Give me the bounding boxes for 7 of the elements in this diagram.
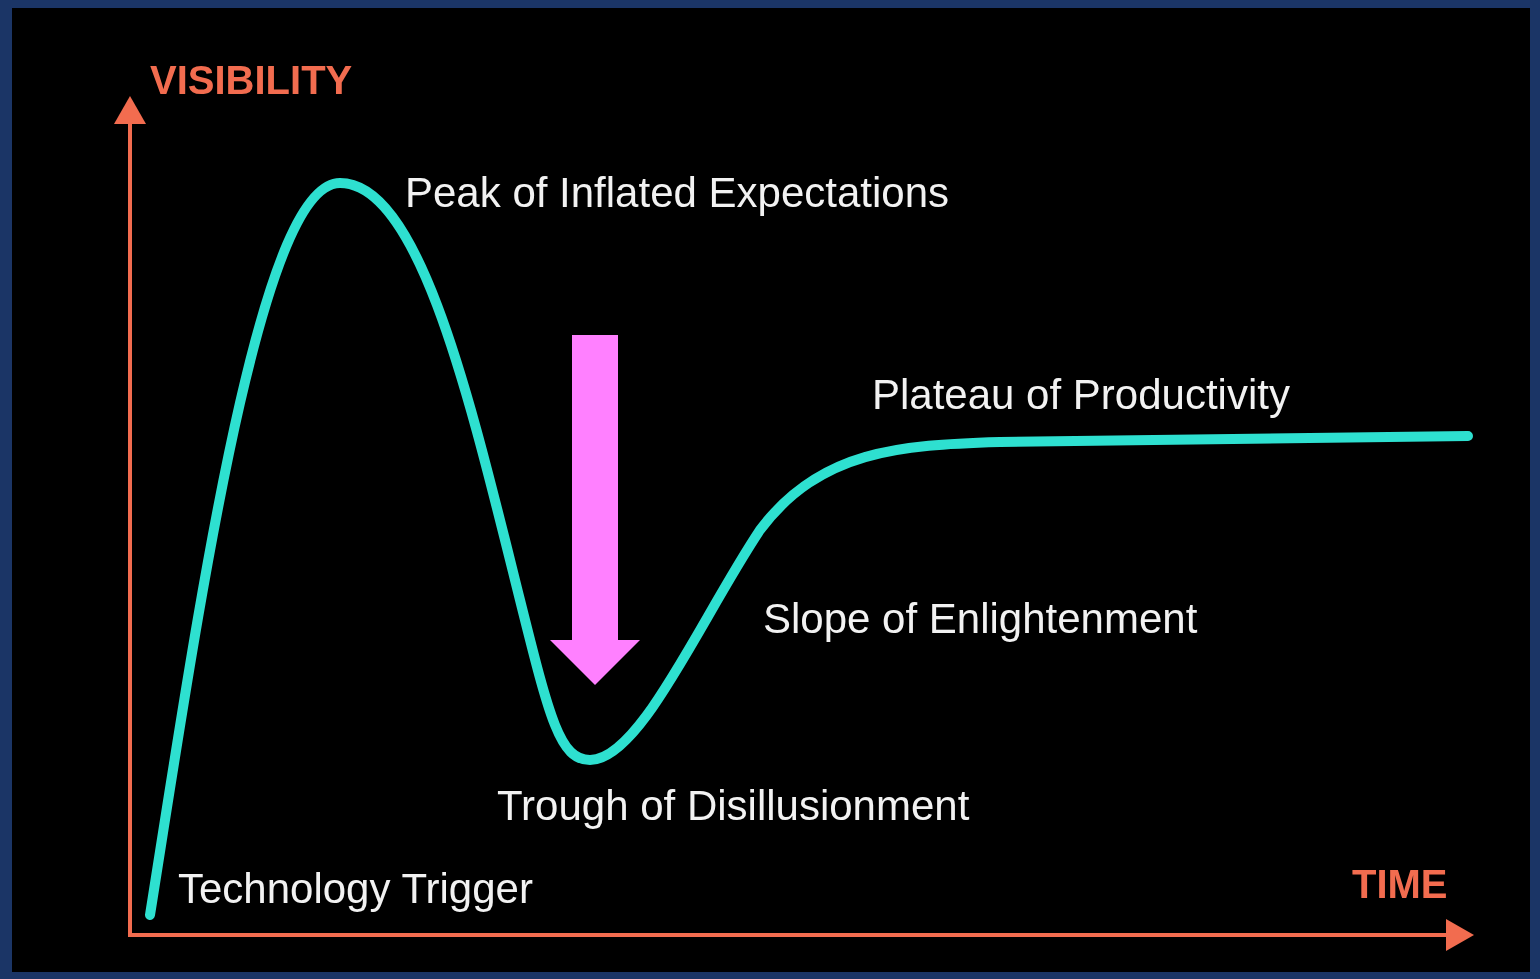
phase-label: Peak of Inflated Expectations — [405, 170, 949, 217]
phase-label: Trough of Disillusionment — [497, 783, 970, 830]
axis-label: VISIBILITY — [150, 58, 353, 102]
phase-label: Technology Trigger — [178, 866, 533, 913]
phase-label: Slope of Enlightenment — [763, 596, 1198, 643]
axis-label: TIME — [1352, 862, 1448, 906]
phase-label: Plateau of Productivity — [872, 372, 1290, 419]
